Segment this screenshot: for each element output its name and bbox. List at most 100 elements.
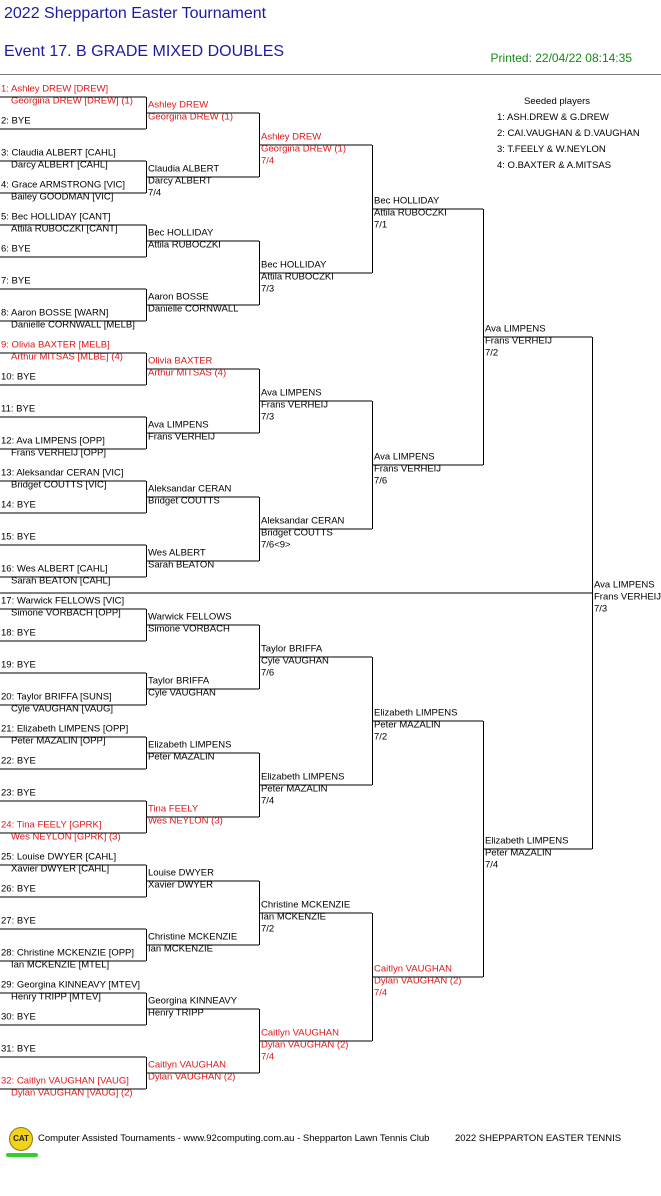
draw-entry-line1: 19: BYE [1, 660, 36, 671]
draw-entry-line1: 15: BYE [1, 532, 36, 543]
match-winner-line1: Bec HOLLIDAY [374, 196, 440, 207]
draw-entry-line1: 21: Elizabeth LIMPENS [OPP] [1, 724, 128, 735]
draw-entry-line1: 6: BYE [1, 244, 31, 255]
match-winner-line2: Frans VERHEIJ [148, 432, 215, 443]
match-score: 7/4 [485, 860, 498, 871]
draw-entry-line1: 30: BYE [1, 1012, 36, 1023]
match-winner-line1: Caitlyn VAUGHAN [261, 1028, 339, 1039]
draw-entry-line1: 9: Olivia BAXTER [MELB] [1, 340, 110, 351]
match-winner-line2: Sarah BEATON [148, 560, 214, 571]
match-score: 7/6 [261, 668, 274, 679]
draw-entry-line1: 22: BYE [1, 756, 36, 767]
draw-entry-line1: 1: Ashley DREW [DREW] [1, 84, 108, 95]
match-winner-line1: Ava LIMPENS [261, 388, 322, 399]
draw-entry-line2: Darcy ALBERT [CAHL] [11, 160, 108, 171]
draw-entry-line1: 31: BYE [1, 1044, 36, 1055]
match-winner-line2: Georgina DREW (1) [148, 112, 233, 123]
draw-entry-line1: 24: Tina FEELY [GPRK] [1, 820, 102, 831]
draw-entry-line2: Arthur MITSAS [MLBE] (4) [11, 352, 123, 363]
match-winner-line2: Xavier DWYER [148, 880, 213, 891]
match-winner-line1: Elizabeth LIMPENS [485, 836, 568, 847]
match-winner-line1: Aleksandar CERAN [148, 484, 232, 495]
draw-entry-line1: 16: Wes ALBERT [CAHL] [1, 564, 108, 575]
match-winner-line2: Wes NEYLON (3) [148, 816, 223, 827]
match-winner-line2: Georgina DREW (1) [261, 144, 346, 155]
match-score: 7/2 [261, 924, 274, 935]
match-winner-line1: Ava LIMPENS [485, 324, 546, 335]
match-winner-line2: Peter MAZALIN [485, 848, 552, 859]
match-winner-line1: Bec HOLLIDAY [261, 260, 327, 271]
match-score: 7/4 [261, 1052, 274, 1063]
draw-entry-line1: 10: BYE [1, 372, 36, 383]
draw-entry-line1: 28: Christine MCKENZIE [OPP] [1, 948, 134, 959]
draw-entry-line1: 26: BYE [1, 884, 36, 895]
draw-entry-line1: 13: Aleksandar CERAN [VIC] [1, 468, 124, 479]
printed-timestamp: Printed: 22/04/22 08:14:35 [490, 51, 632, 65]
match-winner-line1: Ava LIMPENS [148, 420, 209, 431]
match-winner-line1: Georgina KINNEAVY [148, 996, 238, 1007]
match-winner-line2: Danielle CORNWALL [148, 304, 238, 315]
match-winner-line1: Ashley DREW [261, 132, 321, 143]
match-winner-line1: Taylor BRIFFA [261, 644, 323, 655]
match-winner-line1: Ashley DREW [148, 100, 208, 111]
match-winner-line1: Elizabeth LIMPENS [261, 772, 344, 783]
draw-entry-line2: Georgina DREW [DREW] (1) [11, 96, 133, 107]
cat-logo-swoosh [6, 1153, 38, 1157]
seeded-player-2: 2: CAI.VAUGHAN & D.VAUGHAN [497, 128, 640, 139]
draw-entry-line1: 8: Aaron BOSSE [WARN] [1, 308, 108, 319]
seeded-player-4: 4: O.BAXTER & A.MITSAS [497, 160, 612, 171]
match-winner-line2: Cyle VAUGHAN [148, 688, 216, 699]
draw-entry-line2: Frans VERHEIJ [OPP] [11, 448, 106, 459]
draw-entry-line1: 17: Warwick FELLOWS [VIC] [1, 596, 124, 607]
match-score: 7/4 [148, 188, 161, 199]
draw-entry-line1: 25: Louise DWYER [CAHL] [1, 852, 116, 863]
tournament-title: 2022 Shepparton Easter Tournament [4, 5, 267, 22]
match-winner-line2: Peter MAZALIN [374, 720, 441, 731]
draw-entry-line1: 27: BYE [1, 916, 36, 927]
draw-entry-line1: 23: BYE [1, 788, 36, 799]
draw-entry-line1: 20: Taylor BRIFFA [SUNS] [1, 692, 112, 703]
match-winner-line2: Frans VERHEIJ [485, 336, 552, 347]
match-winner-line2: Darcy ALBERT [148, 176, 212, 187]
match-winner-line2: Peter MAZALIN [148, 752, 215, 763]
draw-entry-line1: 7: BYE [1, 276, 31, 287]
match-score: 7/4 [374, 988, 387, 999]
match-winner-line1: Wes ALBERT [148, 548, 206, 559]
match-winner-line2: Attila RUBOCZKI [148, 240, 221, 251]
draw-entry-line2: Ian MCKENZIE [MTEL] [11, 960, 109, 971]
draw-entry-line1: 2: BYE [1, 116, 31, 127]
match-winner-line1: Ava LIMPENS [374, 452, 435, 463]
draw-entry-line1: 18: BYE [1, 628, 36, 639]
match-winner-line1: Christine MCKENZIE [148, 932, 237, 943]
draw-entry-line1: 12: Ava LIMPENS [OPP] [1, 436, 105, 447]
match-score: 7/3 [261, 412, 274, 423]
match-score: 7/2 [485, 348, 498, 359]
match-winner-line2: Bridget COUTTS [148, 496, 220, 507]
draw-entry-line2: Wes NEYLON [GPRK] (3) [11, 832, 121, 843]
draw-entry-line2: Sarah BEATON [CAHL] [11, 576, 110, 587]
draw-entry-line1: 32: Caitlyn VAUGHAN [VAUG] [1, 1076, 129, 1087]
match-score: 7/3 [261, 284, 274, 295]
header-divider [0, 74, 661, 75]
match-winner-line2: Ian MCKENZIE [148, 944, 213, 955]
match-winner-line1: Elizabeth LIMPENS [148, 740, 231, 751]
match-winner-line2: Attila RUBOCZKI [374, 208, 447, 219]
match-score: 7/4 [261, 796, 274, 807]
draw-entry-line1: 5: Bec HOLLIDAY [CANT] [1, 212, 110, 223]
match-winner-line2: Peter MAZALIN [261, 784, 328, 795]
match-winner-line2: Cyle VAUGHAN [261, 656, 329, 667]
match-winner-line1: Caitlyn VAUGHAN [374, 964, 452, 975]
draw-entry-line2: Cyle VAUGHAN [VAUG] [11, 704, 113, 715]
seeded-players-title: Seeded players [524, 96, 591, 107]
draw-entry-line1: 29: Georgina KINNEAVY [MTEV] [1, 980, 140, 991]
match-winner-line1: Christine MCKENZIE [261, 900, 350, 911]
footer-event-name: 2022 SHEPPARTON EASTER TENNIS [455, 1133, 622, 1144]
draw-entry-line1: 4: Grace ARMSTRONG [VIC] [1, 180, 125, 191]
seeded-player-3: 3: T.FEELY & W.NEYLON [497, 144, 606, 155]
match-score: 7/4 [261, 156, 274, 167]
match-score: 7/6<9> [261, 540, 291, 551]
match-winner-line2: Frans VERHEIJ [261, 400, 328, 411]
match-winner-line1: Claudia ALBERT [148, 164, 219, 175]
match-winner-line1: Taylor BRIFFA [148, 676, 210, 687]
